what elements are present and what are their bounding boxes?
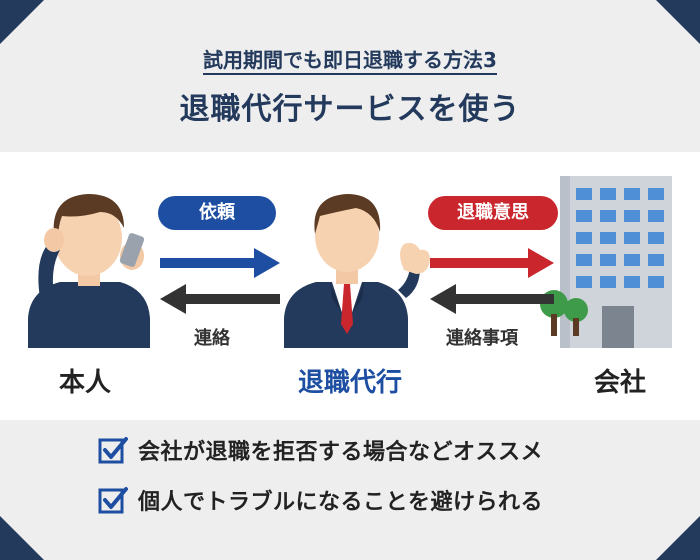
agency-illustration: [284, 194, 430, 348]
company-building: [540, 176, 672, 348]
checkbox-checked-icon: [98, 487, 128, 514]
arrow-right-red: [430, 248, 554, 278]
corner-decoration: [0, 0, 44, 44]
page-title: 退職代行サービスを使う: [179, 92, 521, 127]
actor-agency: 退職代行: [297, 368, 402, 398]
arrow-left-dark: [430, 284, 554, 314]
corner-decoration: [0, 516, 44, 560]
arrow-right-blue: [160, 248, 280, 278]
actor-person: 本人: [58, 368, 111, 398]
matters-label: 連絡事項: [446, 328, 518, 349]
checklist-text: 個人でトラブルになることを避けられる: [138, 490, 544, 515]
intent-pill: 退職意思: [428, 196, 558, 230]
checklist: 会社が退職を拒否する場合などオススメ 個人でトラブルになることを避けられる: [98, 432, 543, 532]
checkbox-checked-icon: [98, 437, 128, 464]
corner-decoration: [656, 0, 700, 44]
corner-decoration: [656, 516, 700, 560]
subtitle: 試用期間でも即日退職する方法3: [0, 44, 700, 75]
actor-company: 会社: [593, 368, 646, 398]
list-item: 個人でトラブルになることを避けられる: [98, 482, 543, 518]
checklist-text: 会社が退職を拒否する場合などオススメ: [138, 440, 544, 465]
arrow-left-dark: [160, 284, 280, 314]
person-illustration: [28, 194, 150, 348]
list-item: 会社が退職を拒否する場合などオススメ: [98, 432, 543, 468]
contact-label: 連絡: [194, 328, 230, 349]
request-pill: 依頼: [158, 196, 276, 230]
